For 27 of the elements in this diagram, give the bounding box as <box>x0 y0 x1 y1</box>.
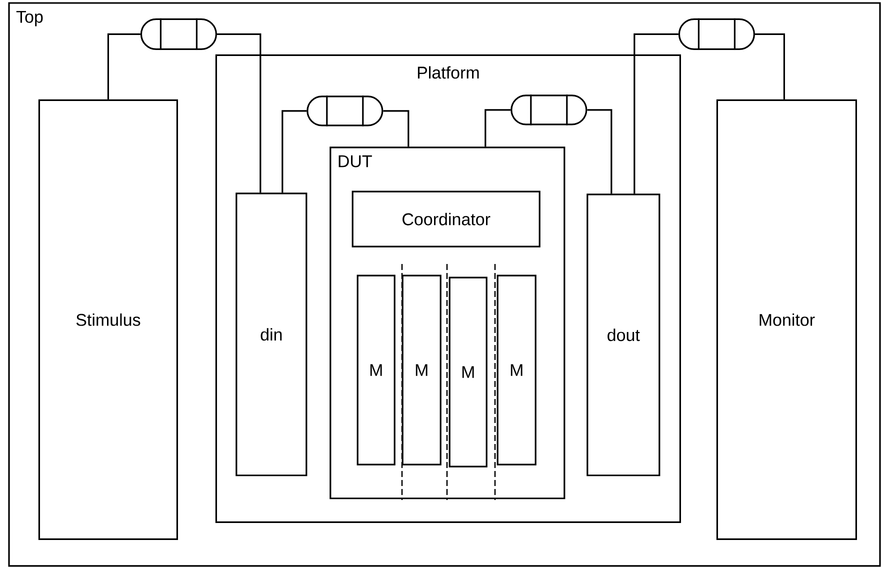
connector-line <box>755 33 785 100</box>
channel-symbol <box>140 18 218 50</box>
block-box: M <box>402 274 442 466</box>
box-label: DUT <box>338 155 372 168</box>
block-box: Stimulus <box>38 99 178 540</box>
block-box: M <box>448 276 488 468</box>
connector-line <box>282 110 307 193</box>
block-box: Monitor <box>716 99 857 540</box>
connector-line <box>587 109 612 194</box>
frame-box <box>8 2 881 567</box>
block-box: M <box>496 274 536 466</box>
connector-line <box>107 33 140 100</box>
channel-symbol <box>306 96 384 126</box>
connector-line <box>484 109 511 147</box>
connector-line <box>383 110 410 147</box>
box-label: Top <box>16 11 43 26</box>
channel-symbol <box>678 18 755 50</box>
connector-line <box>217 33 262 193</box>
process-box: Coordinator <box>352 190 540 248</box>
connector-line <box>634 33 678 194</box>
block-box: din <box>236 192 308 476</box>
channel-symbol <box>510 94 588 126</box>
block-box: M <box>356 274 396 466</box>
frame-box <box>330 146 566 500</box>
frame-box <box>215 54 681 523</box>
block-box: dout <box>586 194 660 476</box>
box-label: Platform <box>418 66 479 79</box>
